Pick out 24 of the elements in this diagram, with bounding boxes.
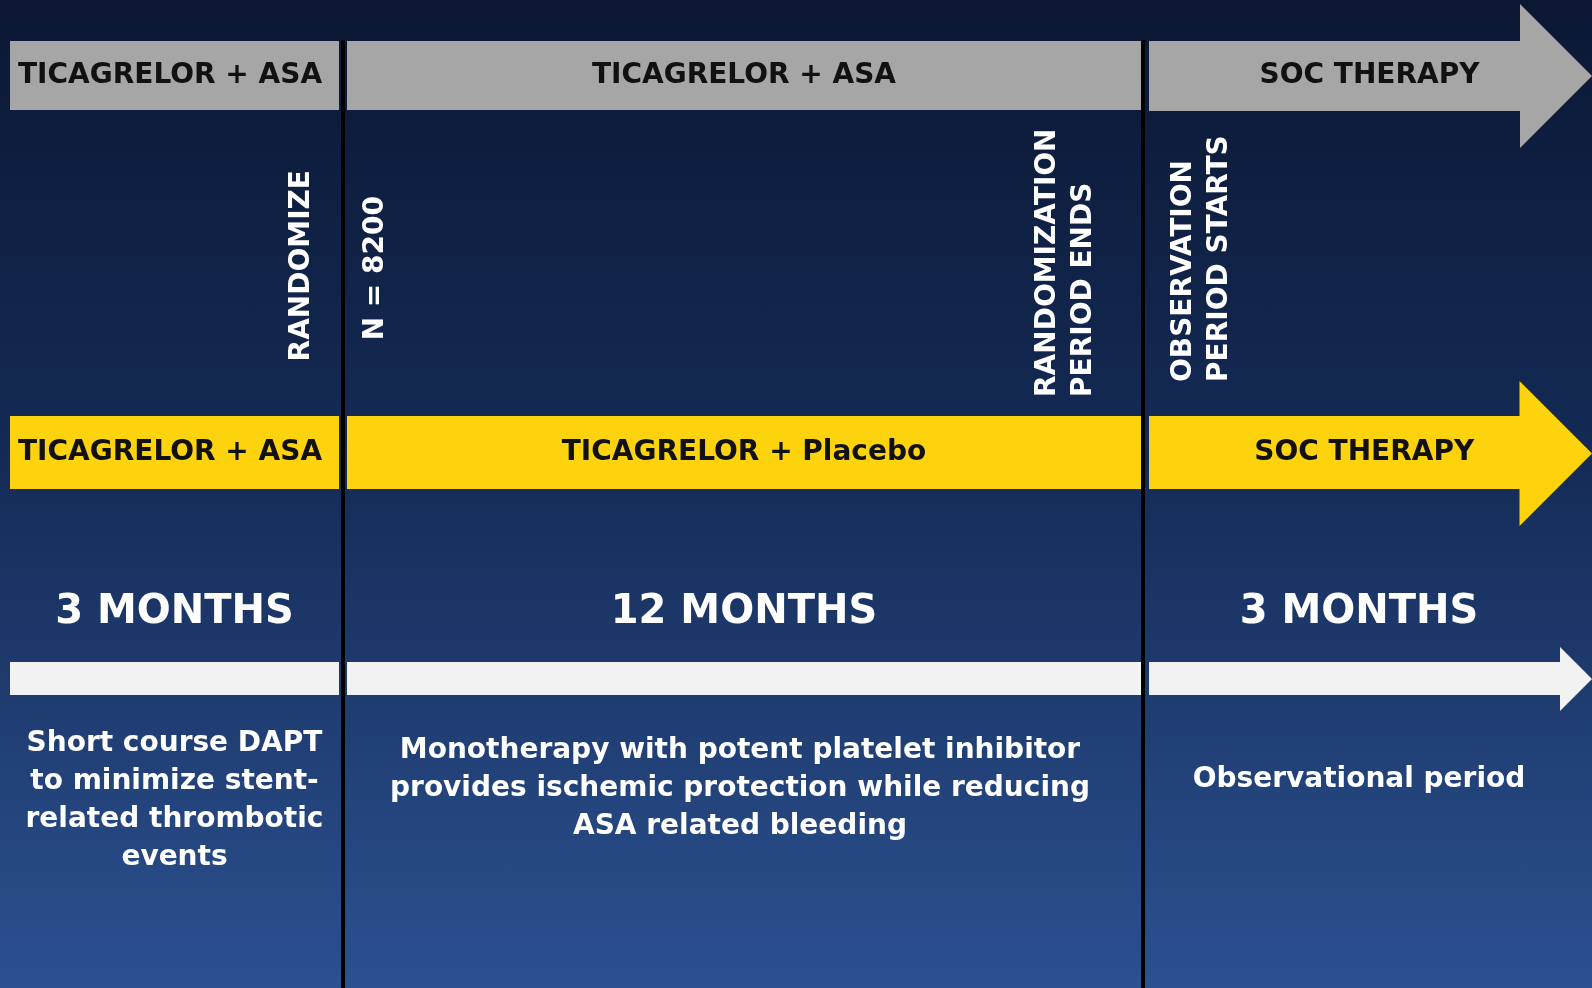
bar-label: TICAGRELOR + ASA [18,433,323,467]
timeline-bar [347,662,1141,695]
treatment-arrow [1149,381,1592,526]
treatment-bar [347,41,1141,110]
description-text: Monotherapy with potent platelet inhibitor provides ischemic protection while reducing ASA related bleeding [389,731,1091,843]
description-text: Short course DAPT to minimize stent-related thrombotic events [24,724,325,874]
duration-label: 12 MONTHS [609,586,879,632]
bar-label: SOC THERAPY [1253,433,1476,467]
treatment-bar [347,416,1141,489]
duration-label: 3 MONTHS [1238,586,1480,632]
description-text: Observational period [1191,760,1527,796]
vertical-label: N = 8200 [356,196,391,341]
bar-label: TICAGRELOR + ASA [18,56,323,90]
timeline-arrow [1149,647,1592,711]
timeline-bar [10,662,339,695]
bar-label: TICAGRELOR + ASA [590,56,898,90]
vertical-label: RANDOMIZATION PERIOD ENDS [1028,127,1099,397]
treatment-bar [10,416,339,489]
vertical-label: RANDOMIZE [282,170,317,362]
vertical-label: OBSERVATION PERIOD STARTS [1164,134,1235,382]
treatment-bar [10,41,339,110]
bar-label: TICAGRELOR + Placebo [560,433,928,467]
bar-label: SOC THERAPY [1258,57,1481,90]
duration-label: 3 MONTHS [54,586,295,632]
